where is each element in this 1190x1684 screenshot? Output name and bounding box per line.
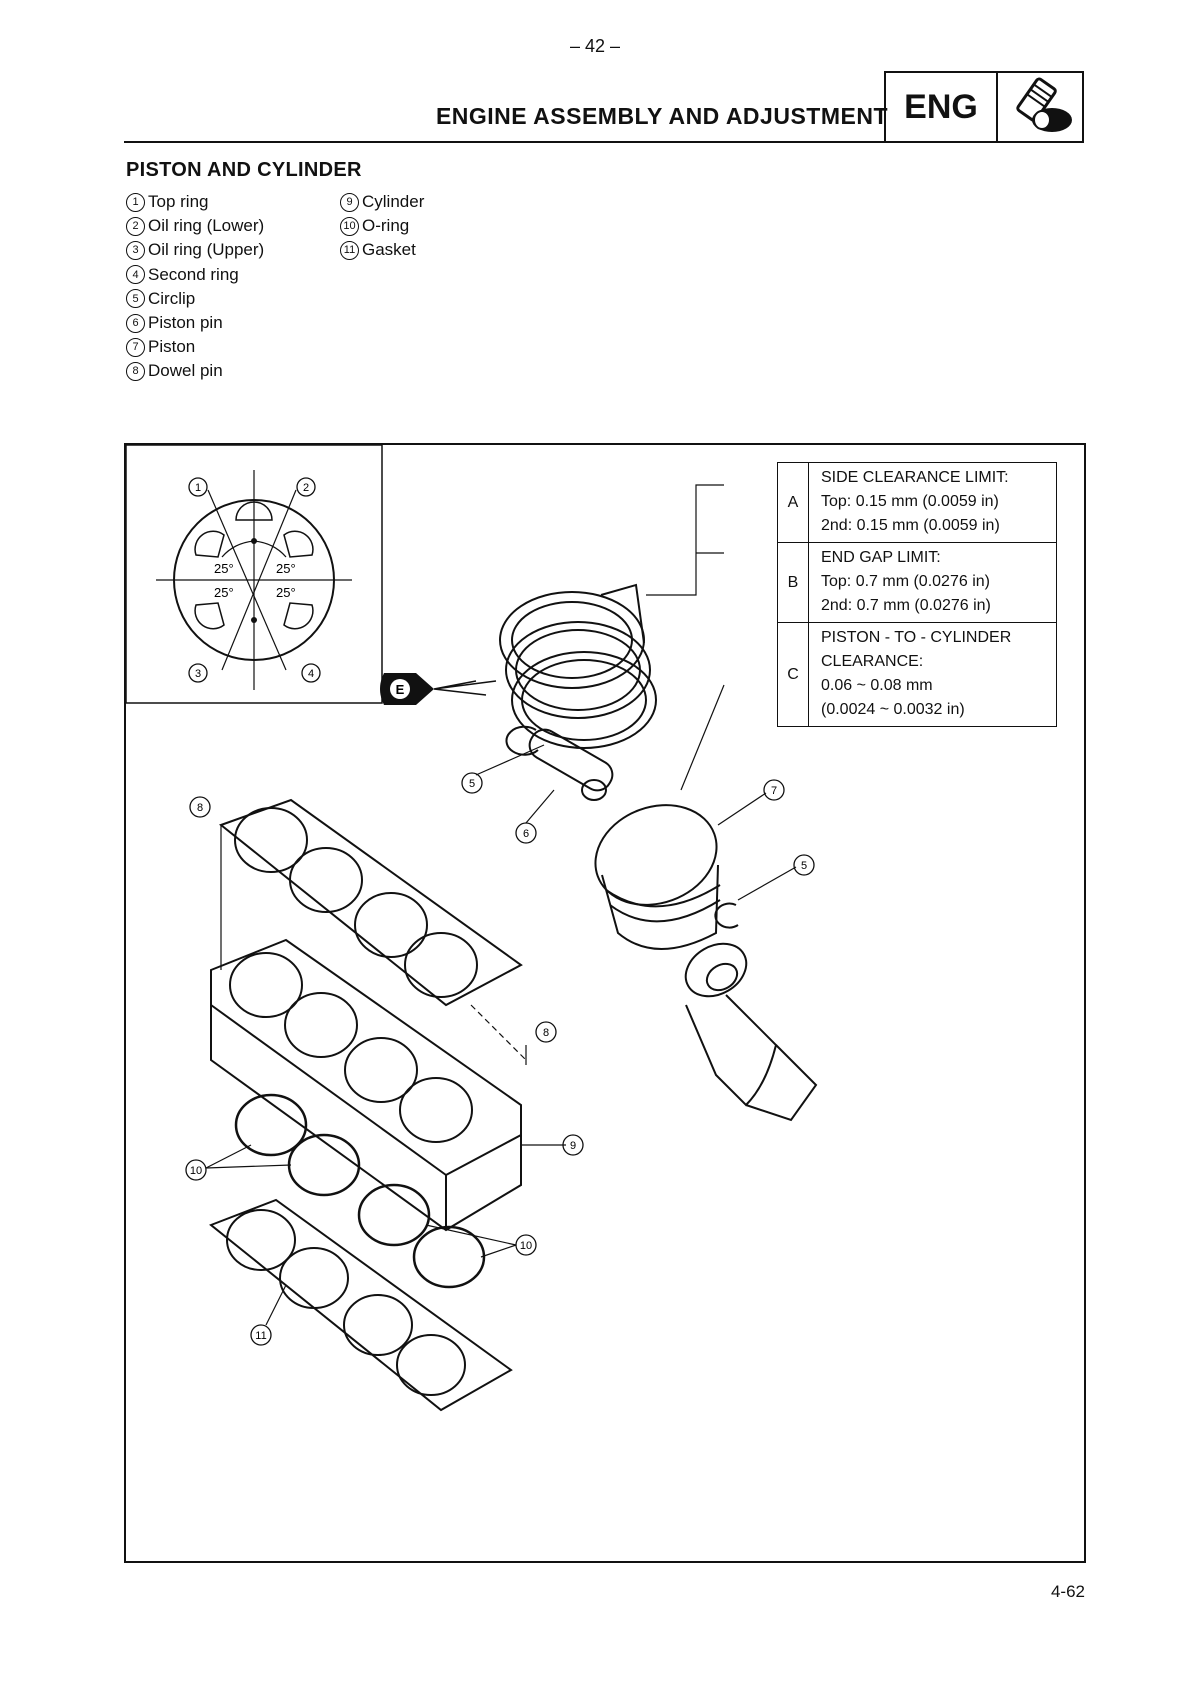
spec-row: A SIDE CLEARANCE LIMIT: Top: 0.15 mm (0.… — [777, 462, 1057, 543]
callout-number: 11 — [340, 241, 359, 260]
table-leaders — [646, 484, 725, 791]
callout-cylinder: 9 — [570, 1140, 576, 1152]
legend-label: Oil ring (Lower) — [148, 216, 265, 236]
callout-piston: 7 — [771, 785, 777, 797]
callout-number: 8 — [126, 362, 145, 382]
callout-number: 3 — [126, 241, 145, 260]
base-gasket — [209, 1198, 513, 1412]
engine-icon — [998, 73, 1082, 141]
header-title: ENGINE ASSEMBLY AND ADJUSTMENT — [435, 103, 888, 129]
spec-line: 2nd: 0.7 mm (0.0276 in) — [821, 597, 991, 614]
callout-piston-pin: 6 — [523, 828, 529, 840]
callout-number: 4 — [308, 668, 314, 680]
spec-line: 2nd: 0.15 mm (0.0059 in) — [821, 517, 1000, 534]
spec-line: (0.0024 ~ 0.0032 in) — [821, 701, 965, 718]
diagram-drawing: 25° 25° 25° 25° 1 2 3 4 E — [125, 444, 818, 1412]
spec-row: C PISTON - TO - CYLINDER CLEARANCE: 0.06… — [777, 622, 1057, 727]
spec-key: A — [777, 462, 809, 543]
legend-label: Gasket — [362, 240, 416, 260]
legend-label: Oil ring (Upper) — [148, 240, 265, 260]
spec-line: CLEARANCE: — [821, 653, 924, 670]
callout-gasket: 11 — [255, 1330, 266, 1342]
spec-line: Top: 0.7 mm (0.0276 in) — [821, 573, 990, 590]
o-rings — [205, 1093, 517, 1289]
circlip-and-pin — [475, 725, 614, 824]
spec-line: PISTON - TO - CYLINDER — [821, 629, 1012, 646]
cylinder-block — [210, 938, 566, 1232]
callout-number: 2 — [126, 216, 145, 236]
eng-badge-label: ENG — [886, 73, 998, 141]
header-rule — [124, 141, 884, 143]
callout-number: 2 — [303, 482, 309, 494]
callout-number: 6 — [126, 313, 145, 333]
callout-number: 3 — [195, 668, 201, 680]
legend-label: Dowel pin — [148, 361, 223, 381]
engine-oil-symbol: E — [380, 673, 497, 705]
angle-label: 25° — [276, 585, 296, 600]
spec-key: C — [777, 622, 809, 727]
legend-label: Cylinder — [362, 192, 425, 211]
callout-oring: 10 — [520, 1240, 532, 1252]
angle-label: 25° — [214, 585, 234, 600]
spec-row: B END GAP LIMIT: Top: 0.7 mm (0.0276 in)… — [777, 542, 1057, 623]
page-number: – 42 – — [569, 36, 621, 56]
connecting-rod — [684, 942, 818, 1122]
spec-line: END GAP LIMIT: — [821, 549, 941, 566]
exploded-diagram: 25° 25° 25° 25° 1 2 3 4 E — [124, 443, 1086, 1563]
legend-label: Piston — [148, 337, 196, 357]
legend-label: Piston pin — [148, 313, 223, 333]
eng-badge: ENG — [884, 71, 1084, 143]
spec-line: 0.06 ~ 0.08 mm — [821, 677, 933, 694]
legend-label: O-ring — [362, 216, 410, 236]
piston — [594, 792, 797, 950]
angle-label: 25° — [214, 561, 234, 576]
spec-table: A SIDE CLEARANCE LIMIT: Top: 0.15 mm (0.… — [777, 462, 1057, 727]
legend-label: Second ring — [148, 264, 239, 284]
callout-dowel: 8 — [543, 1027, 549, 1039]
top-gasket — [218, 798, 523, 1007]
callout-dowel: 8 — [197, 802, 203, 814]
ring-gap-inset: 25° 25° 25° 25° 1 2 3 4 — [125, 444, 383, 704]
callout-circlip: 5 — [469, 778, 475, 790]
legend-label: Circlip — [148, 288, 196, 308]
callout-circlip: 5 — [801, 860, 807, 872]
oil-symbol-letter: E — [396, 682, 405, 697]
spec-key: B — [777, 542, 809, 623]
callout-number: 4 — [126, 265, 145, 285]
piston-rings — [499, 583, 657, 749]
legend-label: Top ring — [148, 192, 209, 211]
callout-number: 7 — [126, 337, 145, 357]
callout-number: 10 — [340, 216, 359, 236]
callout-number: 1 — [126, 192, 145, 212]
callout-number: 1 — [195, 482, 201, 494]
angle-label: 25° — [276, 561, 296, 576]
section-title: PISTON AND CYLINDER — [126, 159, 362, 181]
callout-number: 9 — [340, 192, 359, 212]
callout-number: 5 — [126, 289, 145, 309]
spec-line: Top: 0.15 mm (0.0059 in) — [821, 493, 999, 510]
footer-page-number: 4-62 — [1050, 1582, 1085, 1601]
spec-line: SIDE CLEARANCE LIMIT: — [821, 469, 1009, 486]
callout-oring: 10 — [190, 1165, 202, 1177]
